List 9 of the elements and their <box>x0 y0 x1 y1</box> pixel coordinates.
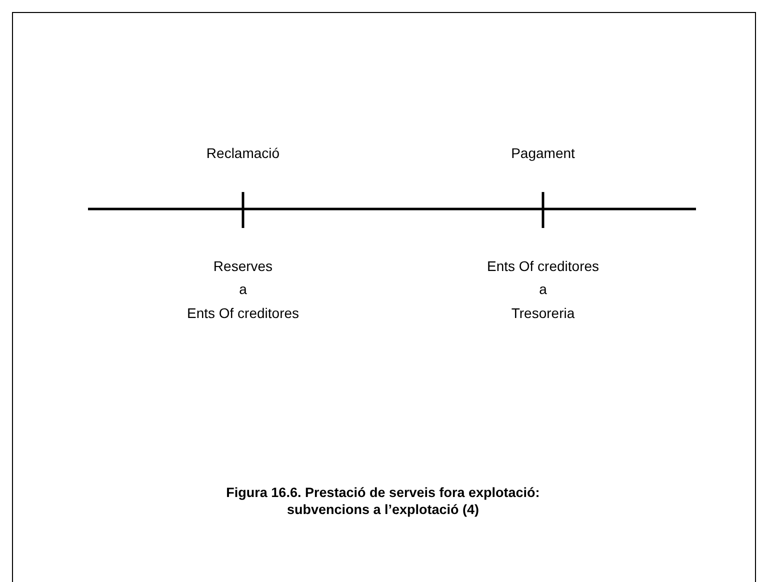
account-label: Ents Of creditores <box>186 305 300 321</box>
event-label: Reclamació <box>206 145 280 161</box>
account-label: Ents Of creditores <box>486 258 600 274</box>
account-label: Reserves <box>213 258 273 274</box>
connector-word: a <box>239 281 247 297</box>
event-label: Pagament <box>511 145 575 161</box>
account-label: Tresoreria <box>511 305 575 321</box>
connector-word: a <box>539 281 547 297</box>
figure-caption: Figura 16.6. Prestació de serveis fora explotació: subvencions a l’explotació (4) <box>225 484 541 518</box>
